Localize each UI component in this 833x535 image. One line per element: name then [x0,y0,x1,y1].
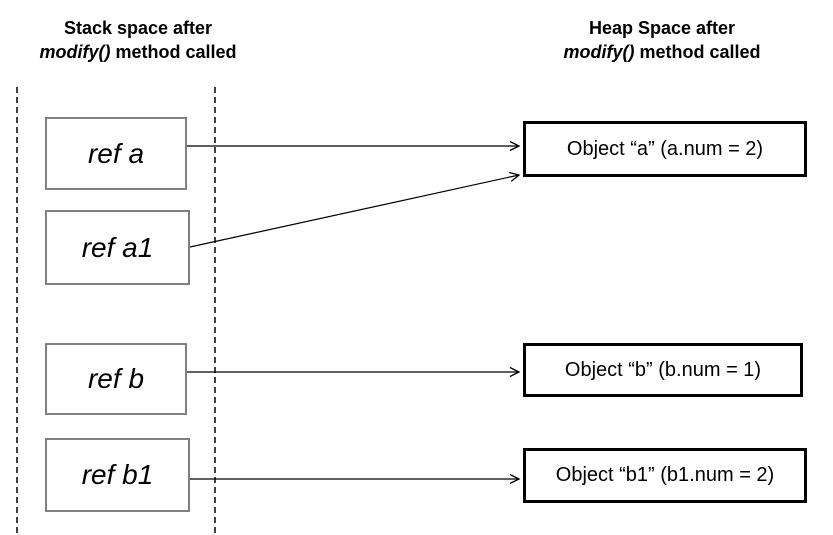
heap-box-object-b1-label: Object “b1” (b1.num = 2) [555,464,775,486]
heap-heading-method: modify() [563,42,635,63]
arrow-ref-a1-to-object-a [189,171,521,248]
heap-box-object-a: Object “a” (a.num = 2) [523,121,807,177]
stack-box-ref-a1: ref a1 [45,210,190,285]
stack-box-ref-b1: ref b1 [45,438,190,512]
heap-box-object-b1: Object “b1” (b1.num = 2) [523,448,807,503]
stack-box-ref-b1-label: ref b1 [81,459,154,490]
heap-box-object-a-label: Object “a” (a.num = 2) [566,137,764,160]
stack-heading-method: modify() [39,42,111,63]
heap-box-object-b: Object “b” (b.num = 1) [523,343,803,397]
stack-box-ref-b-label: ref b [87,363,145,394]
stack-heading-line1: Stack space after [63,18,213,38]
heap-box-object-b-label: Object “b” (b.num = 1) [564,358,762,381]
heap-heading: Heap Space after modify() method called [532,16,792,65]
heap-heading-line2-rest: method called [634,42,761,63]
stack-box-ref-a-label: ref a [87,137,145,169]
heap-heading-line1: Heap Space after [588,18,736,38]
stack-heading-line2-rest: method called [110,42,237,63]
stack-box-ref-b: ref b [45,343,187,415]
stack-box-ref-a1-label: ref a1 [81,231,154,263]
stack-box-ref-a: ref a [45,117,187,190]
stack-heading: Stack space after modify() method called [8,16,268,65]
